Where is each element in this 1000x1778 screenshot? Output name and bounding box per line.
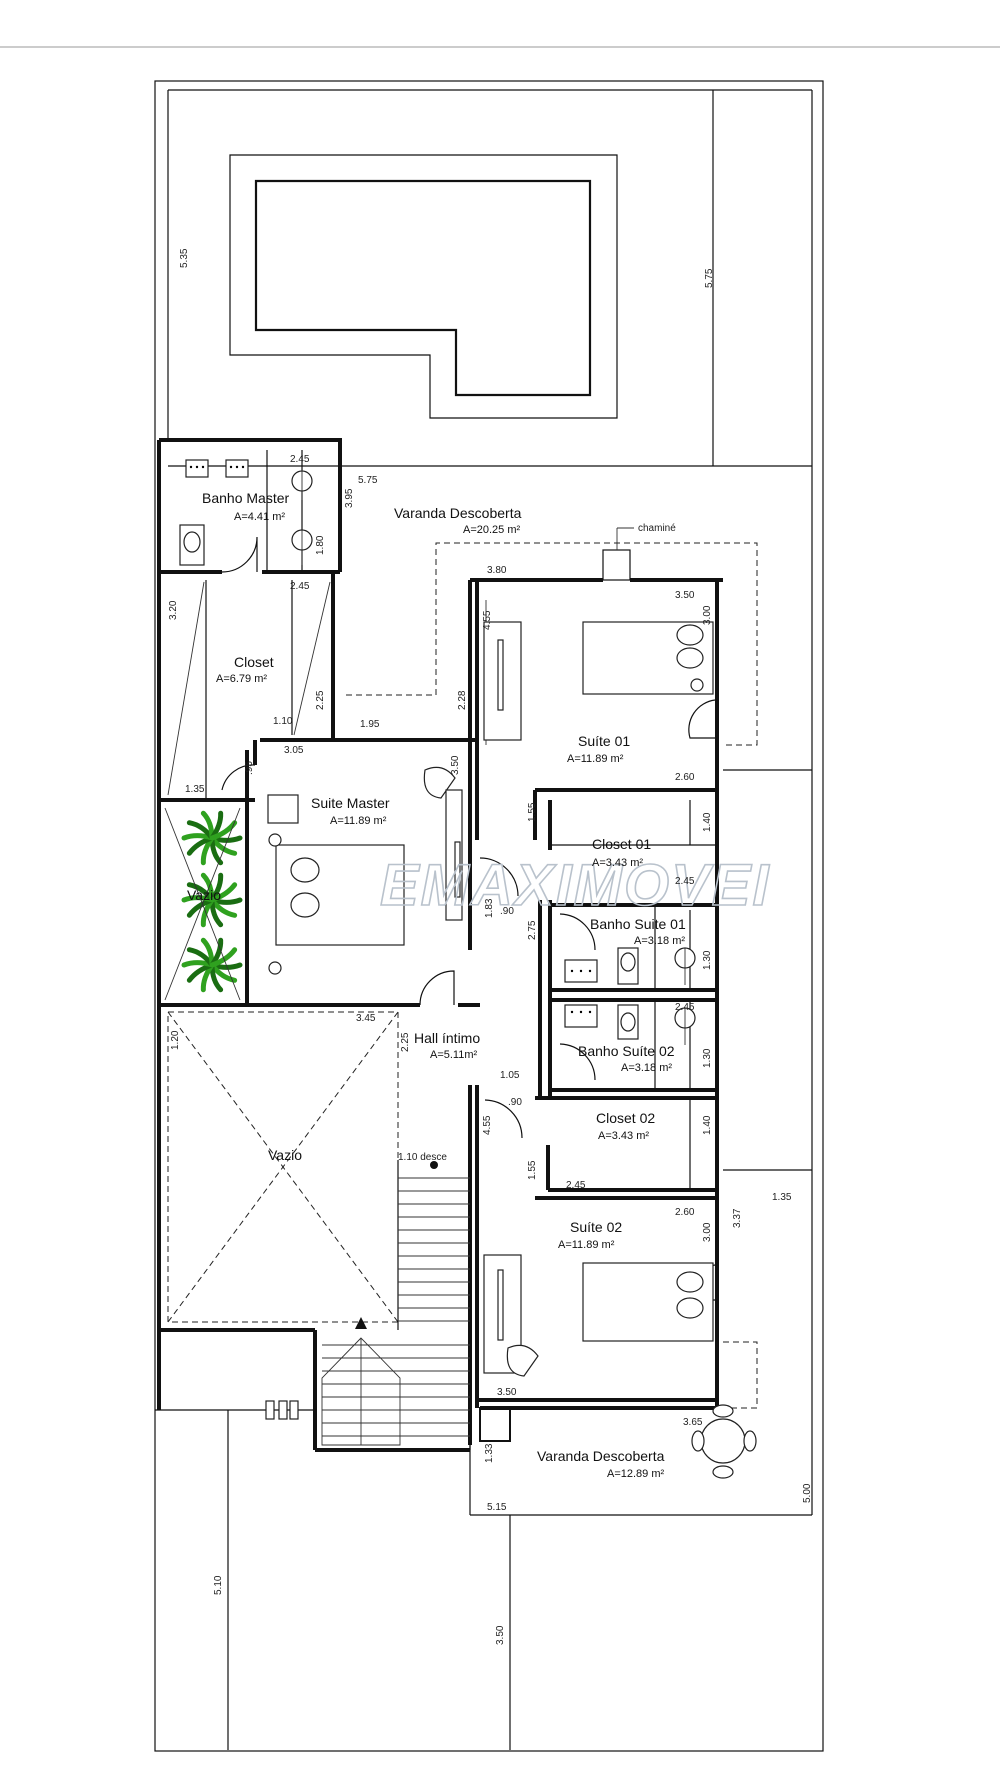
walls [157, 438, 723, 1452]
dim-245-e: 2.45 [566, 1180, 586, 1191]
garden-plants [181, 810, 243, 993]
room-closet01: Closet 01 [592, 836, 651, 852]
dim-090-b: .90 [508, 1097, 522, 1108]
room-varanda-bottom-area: A=12.89 m² [607, 1468, 665, 1480]
room-closet02: Closet 02 [596, 1110, 655, 1126]
dim-455-a: 4.55 [482, 610, 493, 630]
room-suite-master-area: A=11.89 m² [330, 815, 387, 827]
dim-110: 1.10 [273, 716, 293, 727]
dim-095-a: .95 [244, 761, 255, 775]
dim-320: 3.20 [168, 600, 179, 620]
palm-frond [209, 947, 238, 968]
dim-350-b: 3.50 [450, 755, 461, 775]
dim-515: 5.15 [487, 1502, 507, 1513]
room-closet01-area: A=3.43 m² [592, 857, 643, 869]
room-vazio-big: Vazio [268, 1147, 302, 1163]
room-vazio-garden: Vazio [187, 887, 221, 903]
dim-395: 3.95 [344, 488, 355, 508]
dim-305: 3.05 [284, 745, 304, 756]
room-varanda-top-area: A=20.25 m² [463, 524, 521, 536]
dim-510: 5.10 [213, 1575, 224, 1595]
dim-130-b: 1.30 [702, 1048, 713, 1068]
varanda-outline [346, 542, 758, 746]
fixtures [179, 459, 757, 1479]
dim-120: 1.20 [170, 1030, 181, 1050]
dim-135-b: 1.35 [772, 1192, 792, 1203]
dim-130-a: 1.30 [702, 950, 713, 970]
stairs-label: 1.10 desce [398, 1152, 447, 1163]
dim-183: 1.83 [484, 898, 495, 918]
palm-frond [209, 882, 238, 903]
dim-245-b: 2.45 [290, 581, 310, 592]
dim-500: 5.00 [802, 1483, 813, 1503]
room-labels: Banho Master A=4.41 m² Varanda Descobert… [187, 490, 686, 1480]
room-banho-suite01-area: A=3.18 m² [634, 935, 685, 947]
dim-300-a: 3.00 [702, 605, 713, 625]
dim-225-b: 2.25 [400, 1032, 411, 1052]
dim-275: 2.75 [527, 920, 538, 940]
room-banho-master-area: A=4.41 m² [234, 511, 285, 523]
closet-shelves [167, 581, 487, 796]
room-suite-master: Suite Master [311, 795, 390, 811]
room-banho-suite01: Banho Suite 01 [590, 916, 686, 932]
room-banho-suite02: Banho Suíte 02 [578, 1043, 675, 1059]
dim-105: 1.05 [500, 1070, 520, 1081]
dim-135-a: 1.35 [185, 784, 205, 795]
room-suite02: Suíte 02 [570, 1219, 622, 1235]
dimensions: 5.35 5.75 2.45 5.75 3.95 1.80 2.45 3.20 … [168, 248, 813, 1645]
dim-180: 1.80 [315, 535, 326, 555]
dim-260-a: 2.60 [675, 772, 695, 783]
dim-228: 2.28 [457, 690, 468, 710]
dim-345: 3.45 [356, 1013, 376, 1024]
watermark: EMAXIMOVEI [380, 853, 771, 918]
room-closet: Closet [234, 654, 274, 670]
dim-140-a: 1.40 [702, 812, 713, 832]
dim-140-b: 1.40 [702, 1115, 713, 1135]
dim-225-a: 2.25 [315, 690, 326, 710]
dim-133: 1.33 [484, 1443, 495, 1463]
dim-245-a: 2.45 [290, 454, 310, 465]
vazio-void [167, 1011, 399, 1323]
dim-245-d: 2.45 [675, 1002, 695, 1013]
room-closet-area: A=6.79 m² [216, 673, 267, 685]
dim-350-d: 3.50 [495, 1625, 506, 1645]
room-hall-area: A=5.11m² [430, 1049, 478, 1061]
stair-arrow-icon [355, 1317, 367, 1329]
varanda-outline-2 [723, 1341, 758, 1409]
room-banho-master: Banho Master [202, 490, 289, 506]
stair-dot [430, 1161, 438, 1169]
dim-535: 5.35 [179, 248, 190, 268]
room-banho-suite02-area: A=3.18 m² [621, 1062, 672, 1074]
dim-155-b: 1.55 [527, 1160, 538, 1180]
dim-090-a: .90 [500, 906, 514, 917]
dim-260-b: 2.60 [675, 1207, 695, 1218]
chimney-label: chaminé [638, 523, 676, 534]
room-varanda-top: Varanda Descoberta [394, 505, 522, 521]
room-suite01-area: A=11.89 m² [567, 753, 624, 765]
room-suite01: Suíte 01 [578, 733, 630, 749]
dim-195: 1.95 [360, 719, 380, 730]
dim-575-v: 5.75 [704, 268, 715, 288]
room-suite02-area: A=11.89 m² [558, 1239, 615, 1251]
dim-155-a: 1.55 [527, 802, 538, 822]
room-hall: Hall íntimo [414, 1030, 480, 1046]
dim-380: 3.80 [487, 565, 507, 576]
room-varanda-bottom: Varanda Descoberta [537, 1448, 665, 1464]
staircase [321, 1160, 471, 1450]
dim-337: 3.37 [732, 1208, 743, 1228]
room-closet02-area: A=3.43 m² [598, 1130, 649, 1142]
dim-455-b: 4.55 [482, 1115, 493, 1135]
pool [229, 154, 618, 419]
dim-245-c: 2.45 [675, 876, 695, 887]
dim-350-a: 3.50 [675, 590, 695, 601]
dim-350-c: 3.50 [497, 1387, 517, 1398]
lot-boundary [154, 80, 824, 1752]
chimney [602, 527, 634, 581]
dim-300-b: 3.00 [702, 1222, 713, 1242]
dim-365: 3.65 [683, 1417, 703, 1428]
dim-575-h: 5.75 [358, 475, 378, 486]
